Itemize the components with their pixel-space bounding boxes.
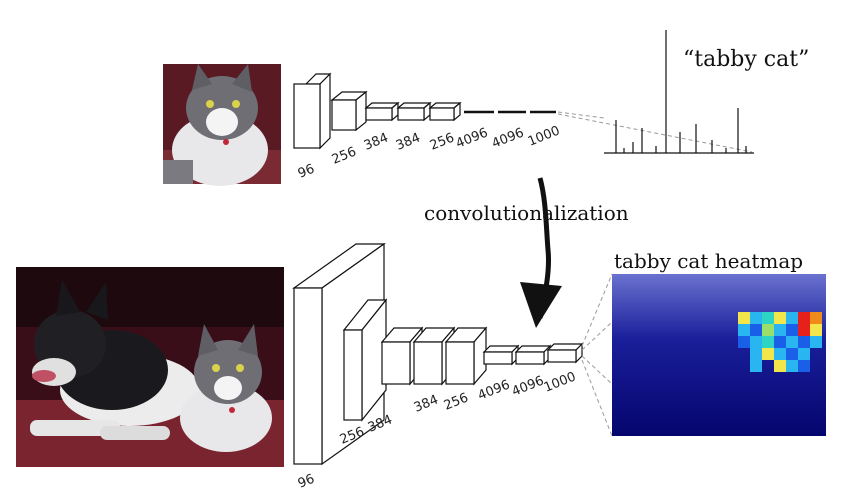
- convolutionalization-transform: convolutionalization: [424, 177, 629, 328]
- heatmap-cell: [798, 336, 810, 348]
- heatmap-cell: [798, 312, 810, 324]
- bottom-size-384b: 384: [412, 393, 441, 416]
- heatmap-icon: [612, 274, 826, 436]
- heatmap-cell: [774, 324, 786, 336]
- top-size-384a: 384: [362, 131, 391, 154]
- top-size-256: 256: [330, 145, 359, 168]
- top-projection-lines: [557, 111, 753, 153]
- heatmap-cell: [762, 336, 774, 348]
- heatmap-cell: [798, 324, 810, 336]
- heatmap-cell: [750, 312, 762, 324]
- class-score-bars-icon: [604, 30, 754, 154]
- heatmap-cell: [810, 312, 822, 324]
- heatmap-cell: [810, 324, 822, 336]
- heatmap-cell: [762, 324, 774, 336]
- heatmap-cell: [774, 360, 786, 372]
- top-size-96: 96: [296, 162, 317, 182]
- heatmap-cell: [786, 360, 798, 372]
- bottom-size-4096b: 4096: [510, 373, 546, 399]
- heatmap-cell: [774, 348, 786, 360]
- top-size-4096a: 4096: [454, 125, 490, 151]
- heatmap-cell: [774, 336, 786, 348]
- bottom-projection-lines: [581, 273, 613, 437]
- bottom-layer-boxes: [292, 242, 584, 466]
- top-size-256b: 256: [428, 131, 457, 154]
- heatmap-cell: [798, 348, 810, 360]
- heatmap-cell: [786, 324, 798, 336]
- heatmap-cell: [798, 360, 810, 372]
- heatmap-cell: [786, 348, 798, 360]
- heatmap-cell: [810, 336, 822, 348]
- top-layer-boxes: [293, 72, 556, 150]
- heatmap-cell: [786, 312, 798, 324]
- top-size-1000: 1000: [526, 123, 562, 149]
- heatmap-cell: [750, 324, 762, 336]
- bottom-network: 96 256 384 384 256 4096 4096 1000 tabby …: [16, 242, 826, 492]
- top-size-4096b: 4096: [490, 125, 526, 151]
- bottom-output-label: tabby cat heatmap: [614, 249, 803, 273]
- cat-photo-icon: [163, 64, 281, 186]
- heatmap-cell: [762, 348, 774, 360]
- dog-cat-photo-icon: [16, 267, 284, 467]
- top-layer-labels: 96 256 384 384 256 4096 4096 1000: [296, 123, 562, 181]
- heatmap-cell: [774, 312, 786, 324]
- heatmap-cell: [750, 348, 762, 360]
- bottom-size-1000: 1000: [542, 369, 578, 395]
- top-output-label: “tabby cat”: [683, 47, 809, 72]
- bottom-size-4096a: 4096: [476, 377, 512, 403]
- heatmap-cell: [750, 360, 762, 372]
- bottom-size-96: 96: [296, 472, 317, 492]
- top-size-384b: 384: [394, 131, 423, 154]
- heatmap-cell: [738, 312, 750, 324]
- bottom-size-256b: 256: [442, 391, 471, 414]
- down-arrow-head-icon: [520, 282, 562, 328]
- transform-label: convolutionalization: [424, 201, 629, 225]
- top-network: 96 256 384 384 256 4096 4096 1000: [163, 30, 809, 186]
- heatmap-cell: [750, 336, 762, 348]
- heatmap-cell: [738, 324, 750, 336]
- heatmap-cell: [762, 312, 774, 324]
- heatmap-cell: [738, 336, 750, 348]
- heatmap-cell: [786, 336, 798, 348]
